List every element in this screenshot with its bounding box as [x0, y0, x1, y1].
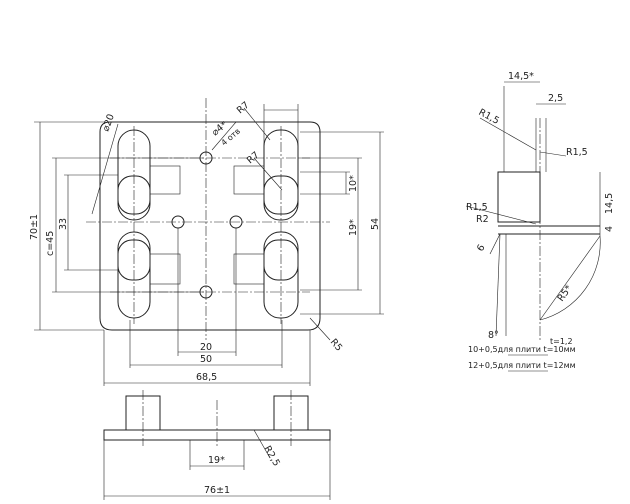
label-r15-a: R1,5 — [477, 107, 501, 127]
front-view: 70±1 с=45 33 54 19* 10* 20 — [29, 98, 384, 386]
dim-45: с=45 — [45, 231, 56, 256]
dim-50: 50 — [200, 354, 212, 365]
label-r2: R2 — [476, 214, 489, 225]
label-thickness: t=1,2 — [550, 337, 573, 346]
label-r85: R5* — [556, 283, 575, 304]
label-phi20: ⌀20 — [100, 113, 116, 134]
label-r15-b: R1,5 — [566, 147, 588, 158]
label-r25: R2,5 — [261, 444, 281, 468]
dim-19-bottom: 19* — [208, 455, 225, 466]
dim-20: 20 — [200, 342, 212, 353]
dim-33: 33 — [58, 218, 69, 230]
dim-14-5-right: 14,5 — [604, 193, 615, 214]
bottom-view: 19* R2,5 76±1 — [103, 390, 331, 500]
dim-10: 10* — [348, 175, 359, 192]
dim-76: 76±1 — [204, 485, 230, 496]
label-r15-c: R1,5 — [466, 202, 488, 213]
label-angle: 8° — [488, 330, 499, 341]
dim-68-5: 68,5 — [196, 372, 217, 383]
note-10: 10+0,5для плити t=10мм — [468, 345, 576, 354]
label-r5: R5 — [328, 337, 345, 354]
dim-54: 54 — [370, 218, 381, 230]
dim-4: 4 — [604, 226, 615, 232]
note-12: 12+0,5для плити t=12мм — [468, 361, 576, 370]
plate-outline — [99, 121, 321, 331]
dim-2-5: 2,5 — [548, 93, 563, 104]
dim-14-5-top: 14,5* — [508, 71, 534, 82]
dim-6: 6 — [475, 243, 488, 254]
dim-19: 19* — [348, 219, 359, 236]
dim-70: 70±1 — [29, 214, 40, 240]
side-view: 14,5* 2,5 R1,5 R1,5 R1,5 R2 14,5 4 6 R5*… — [465, 71, 615, 372]
